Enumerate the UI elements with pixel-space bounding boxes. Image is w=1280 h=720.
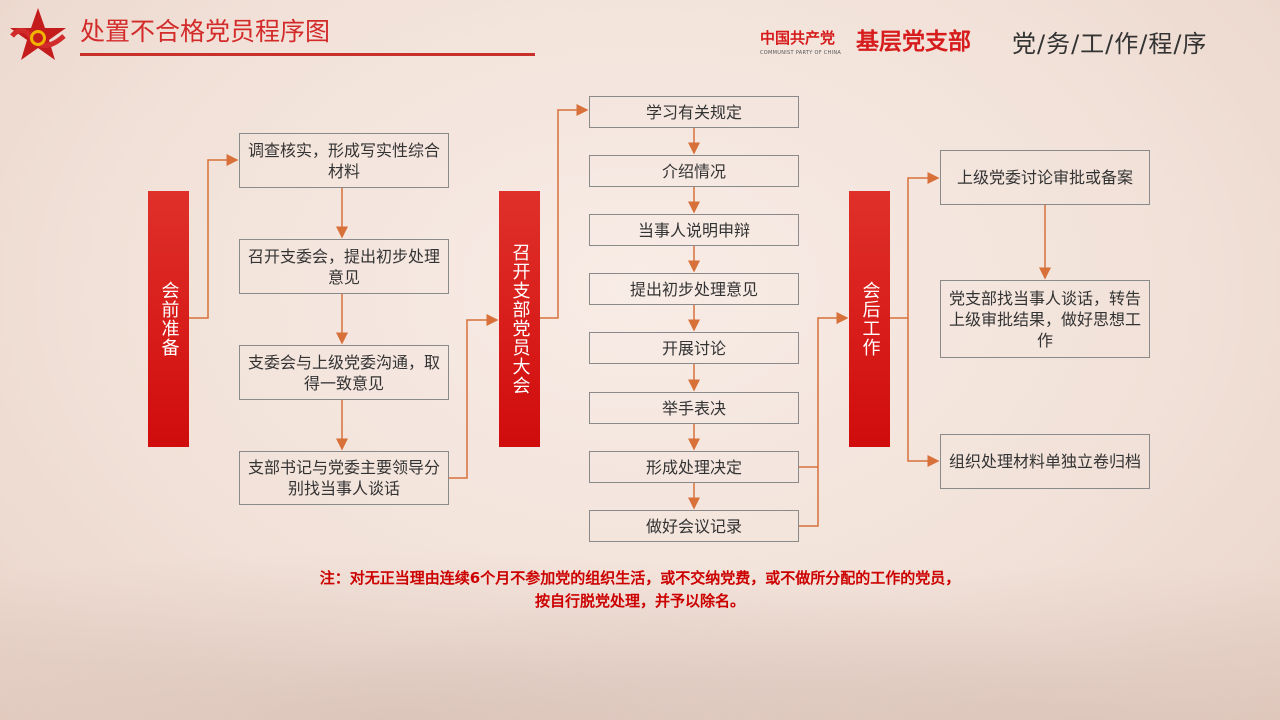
party-star-logo-icon xyxy=(10,8,66,60)
header-subtitle: 党/务/工/作/程/序 xyxy=(1012,30,1208,58)
title-underline xyxy=(80,53,535,56)
meeting-step: 提出初步处理意见 xyxy=(589,273,799,305)
after-step: 组织处理材料单独立卷归档 xyxy=(940,434,1150,489)
stage-pre-meeting: 会前准备 xyxy=(148,191,189,447)
prep-step: 调查核实，形成写实性综合材料 xyxy=(239,133,449,188)
brand-cn: 中国共产党 xyxy=(760,29,836,47)
prep-step: 支委会与上级党委沟通，取得一致意见 xyxy=(239,345,449,400)
footnote-line-2: 按自行脱党处理，并予以除名。 xyxy=(534,592,745,610)
after-step: 党支部找当事人谈话，转告上级审批结果，做好思想工作 xyxy=(940,280,1150,358)
prep-step: 召开支委会，提出初步处理意见 xyxy=(239,239,449,294)
after-step: 上级党委讨论审批或备案 xyxy=(940,150,1150,205)
stage-post-meeting: 会后工作 xyxy=(849,191,890,447)
brand-main: 基层党支部 xyxy=(856,29,971,55)
footnote: 注：对无正当理由连续6个月不参加党的组织生活，或不交纳党费，或不做所分配的工作的… xyxy=(0,567,1280,613)
meeting-step: 当事人说明申辩 xyxy=(589,214,799,246)
prep-step: 支部书记与党委主要领导分别找当事人谈话 xyxy=(239,451,449,505)
meeting-step: 介绍情况 xyxy=(589,155,799,187)
brand-en: COMMUNIST PARTY OF CHINA xyxy=(760,50,842,56)
footnote-line-1: 注：对无正当理由连续6个月不参加党的组织生活，或不交纳党费，或不做所分配的工作的… xyxy=(319,569,961,587)
meeting-step: 学习有关规定 xyxy=(589,96,799,128)
meeting-step: 形成处理决定 xyxy=(589,451,799,483)
stage-general-meeting: 召开支部党员大会 xyxy=(499,191,540,447)
meeting-step: 开展讨论 xyxy=(589,332,799,364)
meeting-step: 做好会议记录 xyxy=(589,510,799,542)
page-title: 处置不合格党员程序图 xyxy=(80,17,331,46)
meeting-step: 举手表决 xyxy=(589,392,799,424)
background-mountains xyxy=(0,520,1280,720)
